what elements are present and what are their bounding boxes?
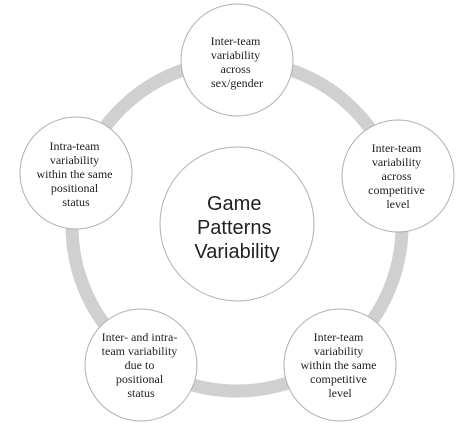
- node-circle: [341, 119, 455, 233]
- node-label-line: Inter- and intra-: [102, 330, 178, 344]
- node-label-line: positional: [116, 372, 164, 386]
- center-node: Game Patterns Variability: [159, 146, 315, 302]
- node-label: Inter-team variability across sex/gender: [211, 34, 264, 90]
- node-label-line: variability: [372, 155, 421, 169]
- node-label-line: within the same: [301, 358, 377, 372]
- node-label-line: status: [127, 386, 155, 400]
- node-positional-status: Inter- and intra- team variability due t…: [84, 308, 198, 422]
- node-label-line: variability: [211, 48, 260, 62]
- node-same-competitive-level: Inter-team variability within the same c…: [283, 308, 397, 422]
- node-label-line: Inter-team: [314, 330, 364, 344]
- node-label-line: due to: [125, 358, 155, 372]
- node-label-line: variability: [314, 344, 363, 358]
- node-competitive-level: Inter-team variability across competitiv…: [341, 119, 455, 233]
- node-sex-gender: Inter-team variability across sex/gender: [180, 3, 294, 117]
- node-label-line: competitive: [368, 183, 425, 197]
- node-label-line: across: [382, 169, 412, 183]
- node-label: Inter- and intra- team variability due t…: [102, 330, 181, 400]
- center-label-line: Variability: [194, 241, 279, 263]
- node-label-line: team variability: [102, 344, 178, 358]
- node-label: Inter-team variability across competitiv…: [368, 141, 428, 211]
- node-label: Inter-team variability within the same c…: [301, 330, 380, 400]
- node-label-line: sex/gender: [211, 76, 263, 90]
- node-circle: [84, 308, 198, 422]
- node-label-line: variability: [50, 153, 99, 167]
- node-circle: [283, 308, 397, 422]
- node-label-line: across: [221, 62, 251, 76]
- center-label-line: Patterns: [197, 217, 271, 239]
- node-label-line: positional: [51, 181, 99, 195]
- center-label: Game Patterns Variability: [194, 193, 279, 263]
- node-label: Intra-team variability within the same p…: [37, 139, 116, 209]
- center-label-line: Game: [207, 193, 261, 215]
- node-circle: [19, 116, 133, 230]
- node-label-line: Inter-team: [211, 34, 261, 48]
- center-circle: [159, 146, 315, 302]
- node-label-line: status: [62, 195, 90, 209]
- node-label-line: Intra-team: [50, 139, 101, 153]
- node-label-line: Inter-team: [372, 141, 422, 155]
- node-label-line: level: [386, 197, 410, 211]
- node-label-line: competitive: [310, 372, 367, 386]
- node-label-line: level: [328, 386, 352, 400]
- node-circle: [180, 3, 294, 117]
- node-label-line: within the same: [37, 167, 113, 181]
- node-same-positional-status: Intra-team variability within the same p…: [19, 116, 133, 230]
